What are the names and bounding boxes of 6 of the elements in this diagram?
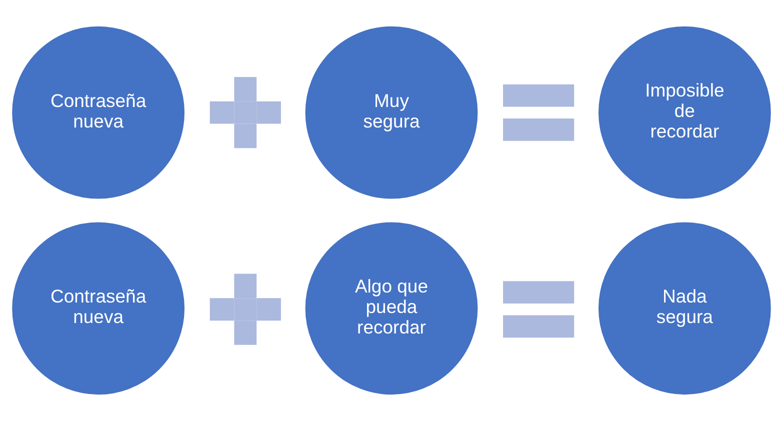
node-circle: Contraseña nueva	[12, 26, 185, 199]
node-circle: Algo que pueda recordar	[305, 222, 478, 395]
node-circle: Muy segura	[305, 26, 478, 199]
node-circle: Contraseña nueva	[12, 222, 185, 395]
node-circle: Nada segura	[598, 222, 771, 395]
node-circle: Imposible de recordar	[598, 26, 771, 199]
